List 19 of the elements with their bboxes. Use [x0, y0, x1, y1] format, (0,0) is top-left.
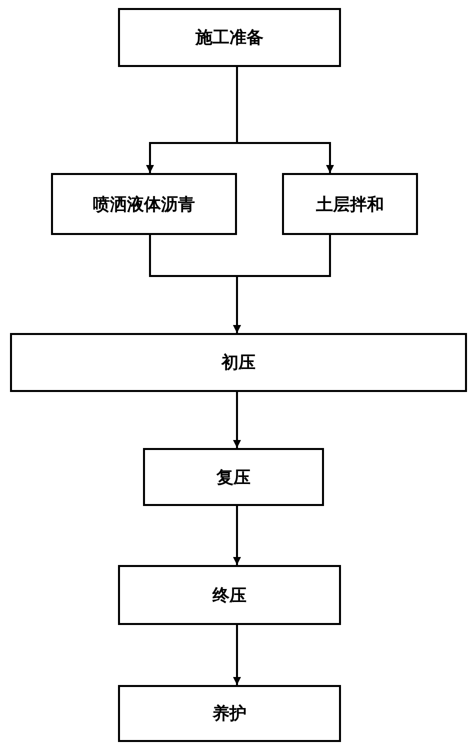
process-box	[143, 448, 324, 506]
step-label: 初压	[222, 352, 256, 374]
step-label: 施工准备	[196, 27, 264, 49]
step-label: 养护	[212, 703, 246, 725]
process-box	[118, 565, 341, 625]
step-label: 复压	[216, 466, 250, 488]
process-box	[282, 173, 418, 235]
process-box	[118, 685, 341, 742]
step-label: 喷洒液体沥青	[93, 194, 195, 216]
arrow	[233, 625, 241, 685]
step-label: 土层拌和	[316, 194, 384, 216]
step-label: 终压	[212, 584, 246, 606]
arrow	[233, 506, 241, 565]
process-box	[118, 8, 341, 67]
process-box	[51, 173, 237, 235]
process-box	[10, 333, 467, 392]
arrow	[236, 67, 334, 173]
arrow	[233, 392, 241, 448]
arrow	[233, 235, 331, 333]
